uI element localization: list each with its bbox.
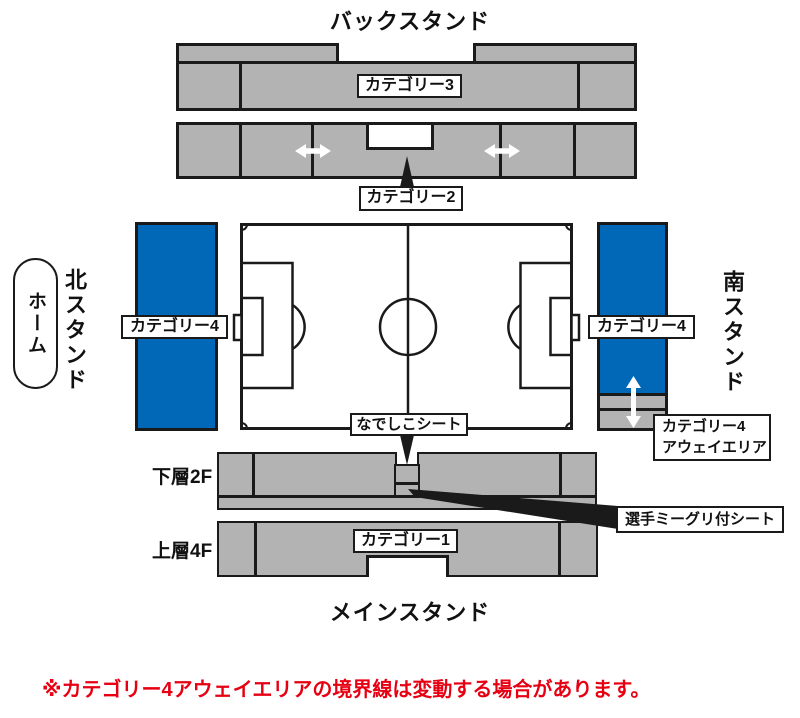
section-divider xyxy=(239,122,242,179)
center-seat-divider xyxy=(396,482,418,485)
football-pitch xyxy=(232,223,581,430)
category4-away-label: カテゴリー4 アウェイエリア xyxy=(653,414,771,461)
category4-north-label: カテゴリー4 xyxy=(121,315,228,339)
section-divider xyxy=(558,521,561,577)
category1-label: カテゴリー1 xyxy=(353,529,458,553)
south-stand-title: 南スタンド xyxy=(720,270,745,395)
pointer-up-icon xyxy=(400,156,414,187)
lower-tier-label: 下層2F xyxy=(152,467,213,488)
category2-entrance-notch xyxy=(366,122,434,150)
upper-tier-label: 上層4F xyxy=(152,541,213,562)
main-stand-title: メインスタンド xyxy=(329,600,491,625)
north-stand-title: 北スタンド xyxy=(62,268,87,393)
section-divider xyxy=(239,61,242,111)
left-right-arrow-icon xyxy=(484,144,520,158)
lower-stand-left-block xyxy=(217,452,397,497)
category2-label: カテゴリー2 xyxy=(359,186,463,211)
left-right-arrow-icon xyxy=(295,144,331,158)
pointer-down-icon xyxy=(400,435,414,465)
home-badge-text: ホーム xyxy=(25,290,46,357)
meet-greet-seat-label: 選手ミーグリ付シート xyxy=(616,506,784,533)
upper-stand-notch xyxy=(366,555,449,577)
category4-south-label: カテゴリー4 xyxy=(588,315,695,339)
section-divider xyxy=(573,122,576,179)
section-divider xyxy=(252,452,255,497)
category3-label: カテゴリー3 xyxy=(357,74,462,98)
section-divider xyxy=(254,521,257,577)
note-text: ※カテゴリー4アウェイエリアの境界線は変動する場合があります。 xyxy=(42,679,651,701)
nadeshiko-seat-label: なでしこシート xyxy=(350,413,468,436)
callout-wedge-icon xyxy=(408,489,618,529)
back-stand-row xyxy=(176,61,637,111)
up-down-arrow-icon xyxy=(626,376,641,428)
home-badge: ホーム xyxy=(13,258,58,389)
back-stand-title: バックスタンド xyxy=(329,9,491,34)
section-divider xyxy=(577,61,580,111)
section-divider xyxy=(559,452,562,497)
